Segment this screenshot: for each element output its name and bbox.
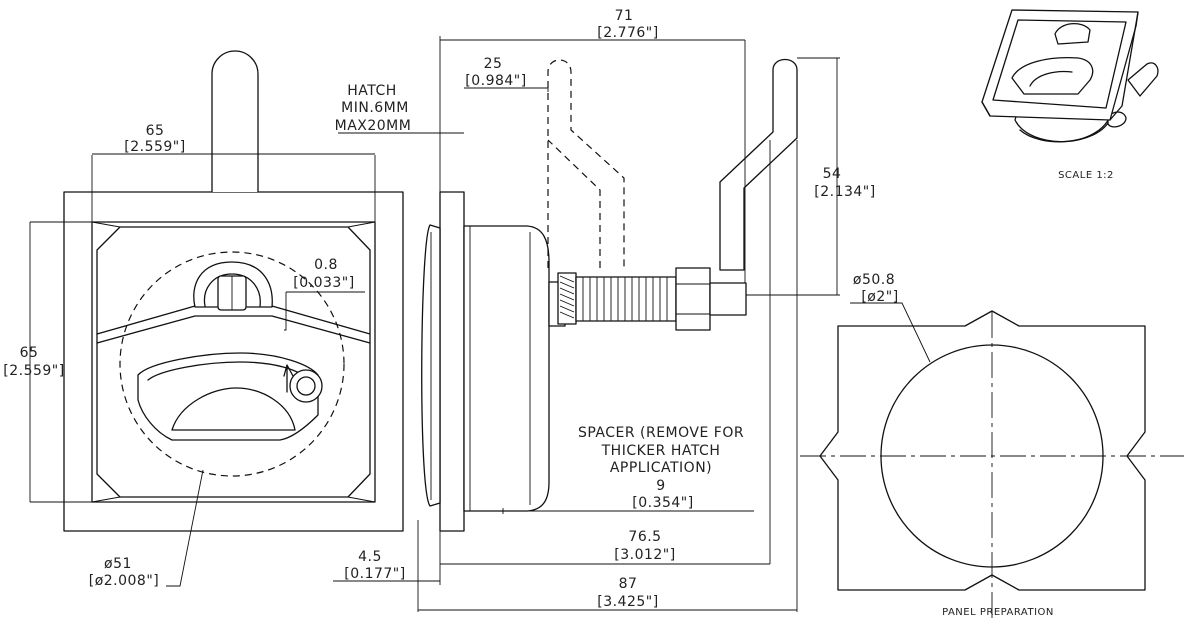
dim-flange-imperial: [0.177"] [344,566,405,582]
dim-grip: 76.5 [628,529,661,545]
dim-circle-imperial: [ø2.008"] [89,573,160,589]
front-dashed-circle [119,251,345,477]
front-handle-t [211,50,259,192]
hatch-note-line-3: MAX20MM [335,118,412,134]
dim-flange: 4.5 [358,549,382,565]
dim-front-width: 65 [146,123,165,139]
dim-total: 87 [619,576,638,592]
dim-spacer-imperial: [0.354"] [632,495,693,511]
dim-cam-offset: 25 [484,56,503,72]
dimension-lines [29,36,931,612]
dim-front-height-imperial: [2.559"] [3,363,64,379]
dim-overall-depth: 71 [615,8,634,24]
dim-circle: ø51 [104,556,132,572]
dim-spacer: 9 [656,478,665,494]
spacer-note-line-3: APPLICATION) [610,460,712,476]
isometric-view [981,9,1159,143]
dim-front-width-imperial: [2.559"] [124,139,185,155]
side-view [421,58,798,532]
side-hex-nut [675,267,711,331]
hatch-note-line-2: MIN.6MM [341,100,409,116]
panel-cutout-outline [819,310,1146,591]
dim-total-imperial: [3.425"] [597,594,658,610]
dim-cutout-imperial: [ø2"] [861,289,898,305]
panel-preparation [800,310,1184,622]
dim-cam-height-imperial: [2.134"] [814,184,875,200]
front-handle-grip [171,387,296,431]
front-view [63,50,404,532]
side-spring [557,272,577,325]
dim-lip: 0.8 [314,257,338,273]
side-threaded-shaft [575,276,677,322]
side-cam-solid [719,58,798,271]
scale-label: SCALE 1:2 [1058,170,1114,181]
side-cam-dashed [547,59,625,268]
spacer-note-line-1: SPACER (REMOVE FOR [578,425,744,441]
dim-cam-height: 54 [823,166,842,182]
side-housing [463,225,550,512]
hatch-note-line-1: HATCH [347,83,397,99]
dim-front-height: 65 [20,345,39,361]
side-flange [439,191,465,532]
dim-cutout: ø50.8 [853,272,895,288]
dim-grip-imperial: [3.012"] [614,547,675,563]
dim-cam-offset-imperial: [0.984"] [465,73,526,89]
spacer-note-line-2: THICKER HATCH [601,443,721,459]
dimension-labels: 65 [2.559"] 65 [2.559"] 0.8 [0.033"] ø51… [3,8,1114,618]
dim-overall-depth-imperial: [2.776"] [597,25,658,41]
front-lock-cylinder [289,369,323,403]
panel-preparation-label: PANEL PREPARATION [942,607,1054,618]
dim-lip-imperial: [0.033"] [293,275,354,291]
